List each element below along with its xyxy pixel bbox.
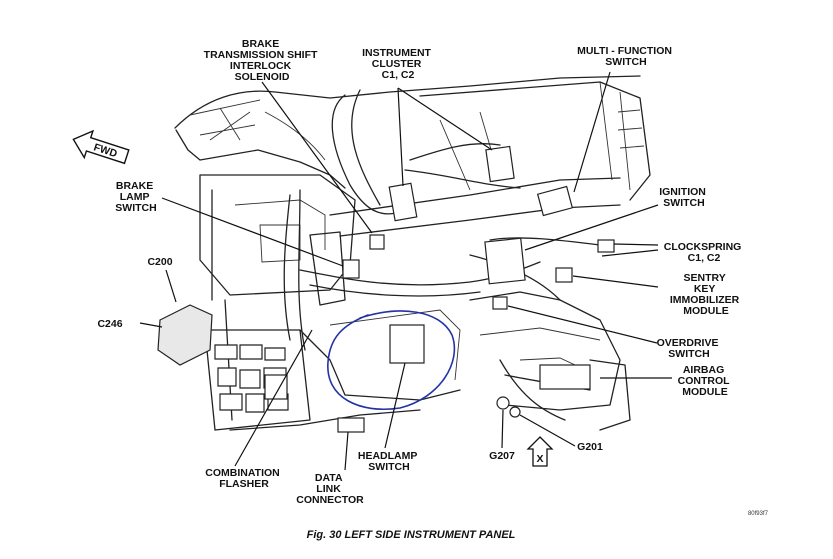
label-c246: C246 [97, 318, 122, 330]
label-multi-function-switch: MULTI - FUNCTION SWITCH [577, 45, 675, 68]
label-clockspring: CLOCKSPRING C1, C2 [664, 241, 745, 264]
label-g201: G201 [577, 441, 603, 453]
x-marker-text: X [536, 453, 543, 465]
g207-ground [496, 396, 510, 410]
overdrive-switch [492, 296, 508, 310]
label-sentry-key-module: SENTRY KEY IMMOBILIZER MODULE [670, 272, 742, 317]
label-ignition-switch: IGNITION SWITCH [659, 186, 709, 209]
components [157, 145, 615, 433]
fwd-arrow: FWD [72, 129, 130, 165]
label-airbag-control-module: AIRBAG CONTROL MODULE [678, 364, 733, 398]
label-c200: C200 [147, 256, 172, 268]
x-view-marker: X [526, 436, 554, 467]
label-g207: G207 [489, 450, 515, 462]
label-headlamp-switch: HEADLAMP SWITCH [358, 450, 420, 473]
instrument-cluster-c1-connector [388, 182, 418, 222]
clockspring-connector [597, 239, 615, 253]
dashboard-line-art [174, 75, 651, 431]
ignition-switch [484, 237, 526, 285]
airbag-control-module [539, 364, 591, 390]
c246-connector [157, 304, 213, 366]
combination-flasher [264, 374, 288, 400]
label-combination-flasher: COMBINATION FLASHER [205, 467, 282, 490]
g201-ground [509, 406, 521, 418]
headlamp-switch [389, 324, 425, 364]
callout-labels: BRAKE TRANSMISSION SHIFT INTERLOCK SOLEN… [97, 38, 745, 506]
label-brake-tsi: BRAKE TRANSMISSION SHIFT INTERLOCK SOLEN… [204, 38, 321, 83]
brake-tsi-solenoid [369, 234, 385, 250]
leader-lines [139, 71, 672, 471]
label-overdrive-switch: OVERDRIVE SWITCH [657, 337, 722, 360]
label-data-link-connector: DATA LINK CONNECTOR [296, 472, 364, 506]
label-brake-lamp-switch: BRAKE LAMP SWITCH [115, 180, 156, 214]
brake-lamp-switch [342, 259, 360, 279]
instrument-cluster-c2-connector [485, 145, 515, 183]
sentry-key-module [555, 267, 573, 283]
handdrawn-highlight-circle [327, 310, 456, 410]
data-link-connector [337, 417, 365, 433]
multi-function-switch-connector [536, 185, 574, 217]
reference-code: 80f93f7 [748, 511, 769, 517]
figure-caption: Fig. 30 LEFT SIDE INSTRUMENT PANEL [307, 529, 516, 541]
label-instrument-cluster: INSTRUMENT CLUSTER C1, C2 [362, 47, 434, 81]
